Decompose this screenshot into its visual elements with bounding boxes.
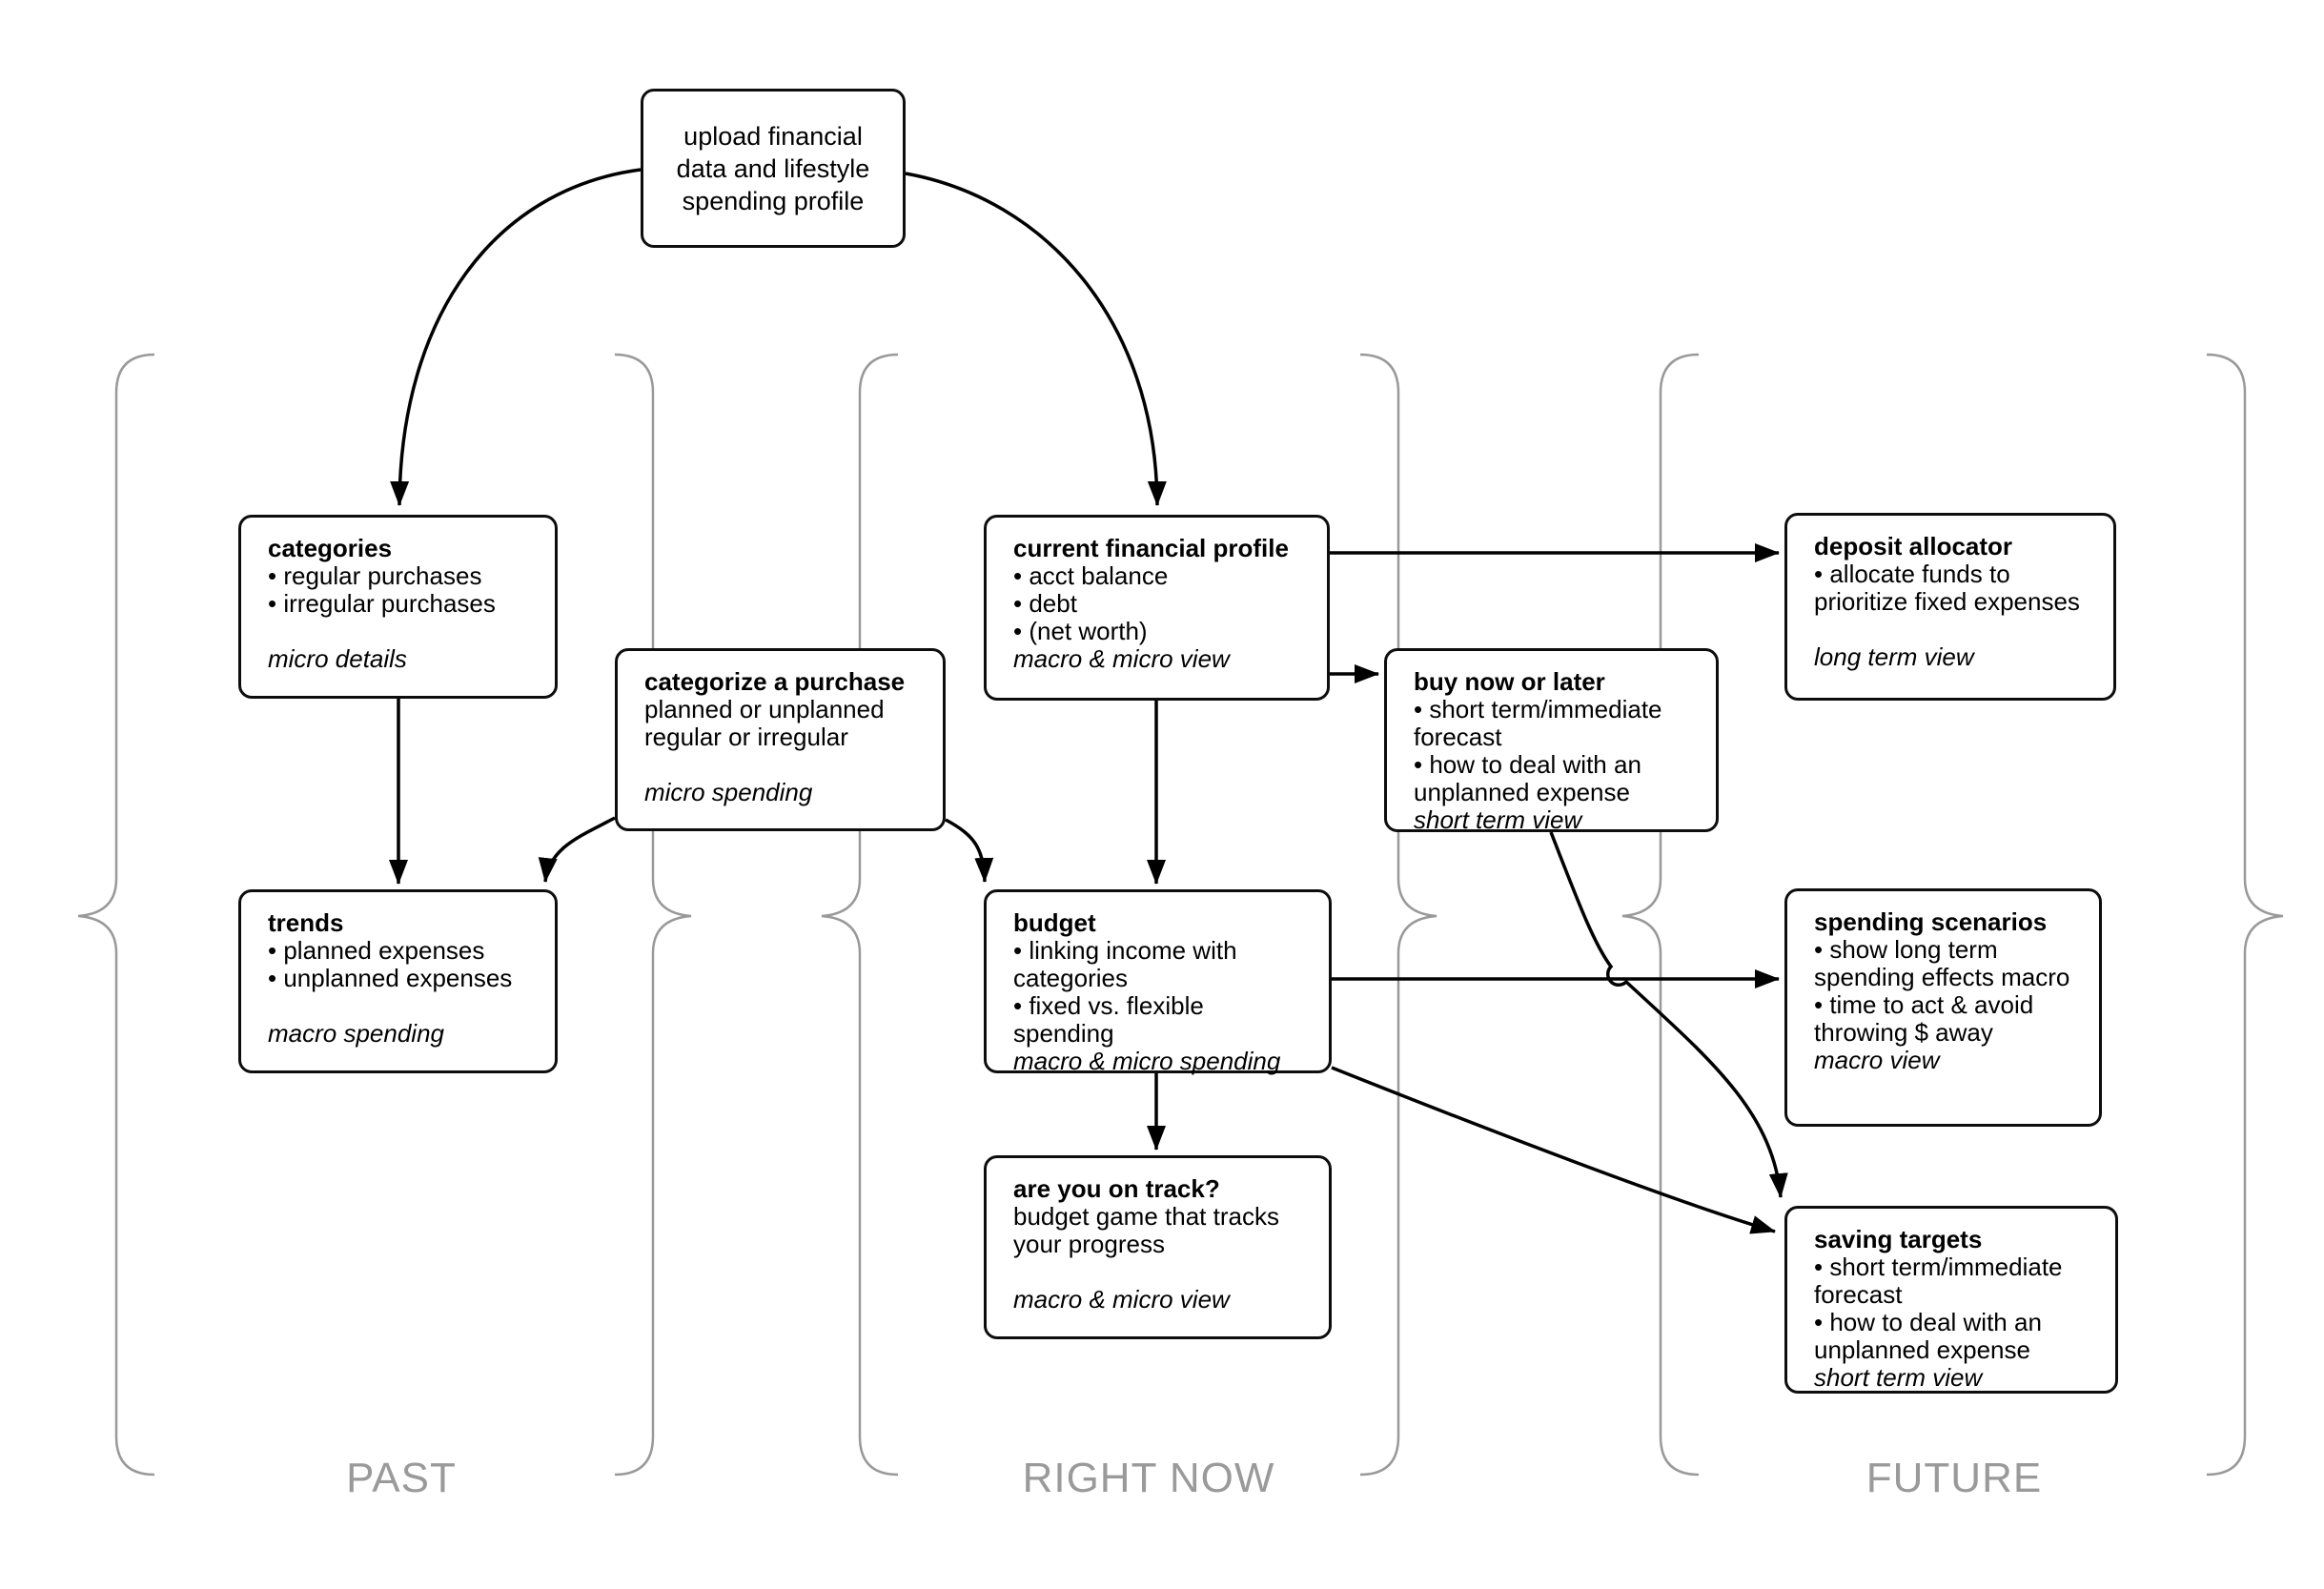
- node-text: prioritize fixed expenses: [1814, 587, 2080, 616]
- node-text: • debt: [1013, 589, 1077, 618]
- node-text: macro & micro spending: [1013, 1047, 1281, 1075]
- node-text: • unplanned expenses: [268, 964, 513, 992]
- brace-past-left: [77, 353, 155, 1477]
- node-text: forecast: [1414, 723, 1502, 751]
- node-text: regular or irregular: [644, 723, 848, 751]
- node-text: [644, 751, 924, 779]
- node-text: macro & micro view: [1013, 644, 1230, 673]
- brace-rightnow-left: [821, 353, 899, 1477]
- node-text: • show long term: [1814, 935, 1998, 964]
- node-text: [268, 992, 536, 1020]
- node-budget[interactable]: budget • linking income with categories …: [984, 889, 1332, 1075]
- node-text: [268, 618, 536, 645]
- node-text: macro view: [1814, 1046, 1940, 1074]
- section-label-future: FUTURE: [1865, 1455, 2043, 1501]
- node-categories[interactable]: categories • regular purchases • irregul…: [238, 515, 558, 699]
- node-text: long term view: [1814, 642, 1974, 671]
- node-text: throwing $ away: [1814, 1018, 1993, 1047]
- node-upload-data[interactable]: upload financial data and lifestyle spen…: [641, 89, 906, 248]
- brace-future-right: [2206, 353, 2284, 1477]
- node-text: data and lifestyle: [676, 153, 870, 183]
- node-title: saving targets: [1814, 1225, 1983, 1253]
- node-text: macro & micro view: [1013, 1285, 1230, 1314]
- node-title: current financial profile: [1013, 534, 1289, 562]
- node-buy-now-or-later[interactable]: buy now or later • short term/immediate …: [1384, 648, 1719, 834]
- node-text: • short term/immediate: [1814, 1253, 2063, 1281]
- node-text: spending effects macro: [1814, 963, 2070, 991]
- node-text: planned or unplanned: [644, 695, 885, 723]
- node-text: unplanned expense: [1814, 1335, 2030, 1364]
- node-text: spending profile: [682, 186, 865, 215]
- node-title: categorize a purchase: [644, 667, 906, 696]
- node-categorize-a-purchase[interactable]: categorize a purchase planned or unplann…: [615, 648, 946, 831]
- node-text: • time to act & avoid: [1814, 990, 2034, 1019]
- node-text: macro spending: [268, 1019, 444, 1048]
- section-label-past: PAST: [346, 1455, 457, 1501]
- brace-rightnow-right: [1359, 353, 1437, 1477]
- node-text: • linking income with: [1013, 936, 1237, 965]
- node-text: upload financial: [683, 121, 863, 151]
- brace-past-right: [614, 353, 692, 1477]
- node-title: buy now or later: [1414, 667, 1605, 696]
- node-trends[interactable]: trends • planned expenses • unplanned ex…: [238, 889, 558, 1073]
- node-text: [1013, 1258, 1310, 1286]
- node-text: short term view: [1814, 1363, 1983, 1392]
- brace-future-left: [1621, 353, 1700, 1477]
- section-label-right-now: RIGHT NOW: [1022, 1455, 1275, 1501]
- node-text: • (net worth): [1013, 617, 1148, 645]
- node-text: forecast: [1814, 1280, 1903, 1309]
- node-text: budget game that tracks: [1013, 1202, 1279, 1231]
- node-title: categories: [268, 534, 393, 562]
- node-text: • acct balance: [1013, 561, 1169, 590]
- node-title: deposit allocator: [1814, 532, 2013, 560]
- node-spending-scenarios[interactable]: spending scenarios • show long term spen…: [1784, 888, 2102, 1127]
- node-deposit-allocator[interactable]: deposit allocator • allocate funds to pr…: [1784, 513, 2116, 701]
- node-title: trends: [268, 908, 344, 937]
- node-text: micro spending: [644, 778, 813, 806]
- node-text: unplanned expense: [1414, 778, 1630, 806]
- node-text: • planned expenses: [268, 936, 485, 965]
- node-text: • regular purchases: [268, 561, 482, 590]
- node-text: short term view: [1414, 805, 1582, 834]
- node-text: • fixed vs. flexible spending: [1013, 991, 1204, 1048]
- node-text: micro details: [268, 644, 407, 673]
- node-title: budget: [1013, 908, 1096, 937]
- node-current-financial-profile[interactable]: current financial profile • acct balance…: [984, 515, 1330, 701]
- node-text: • how to deal with an: [1814, 1308, 2042, 1336]
- node-text: • irregular purchases: [268, 589, 496, 618]
- node-title: spending scenarios: [1814, 907, 2048, 936]
- node-text: your progress: [1013, 1230, 1165, 1258]
- node-text: [1814, 616, 2094, 643]
- node-text: • allocate funds to: [1814, 560, 2010, 588]
- node-text: categories: [1013, 964, 1128, 992]
- node-text: • how to deal with an: [1414, 750, 1641, 779]
- node-text: • short term/immediate: [1414, 695, 1662, 723]
- node-title: are you on track?: [1013, 1174, 1220, 1203]
- node-are-you-on-track[interactable]: are you on track? budget game that track…: [984, 1155, 1332, 1339]
- node-saving-targets[interactable]: saving targets • short term/immediate fo…: [1784, 1206, 2118, 1394]
